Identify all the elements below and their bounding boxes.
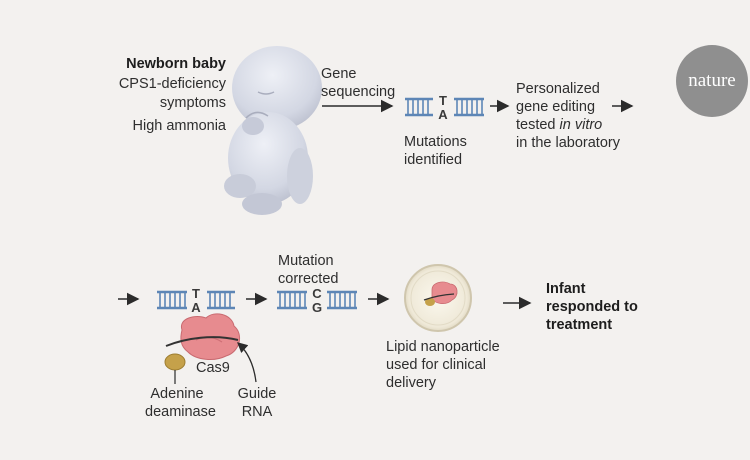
mutations-label: Mutations identified xyxy=(404,134,467,168)
base-fixed-bottom: G xyxy=(311,300,323,315)
base-mutant-top-2: T xyxy=(192,286,200,301)
dna-corrected xyxy=(277,290,357,310)
deaminase-label: Adenine deaminase xyxy=(145,386,216,420)
corrected-label: Mutation corrected xyxy=(278,253,339,287)
base-mutant-top-1: T xyxy=(439,93,447,108)
base-mutant-bottom-2: A xyxy=(191,300,201,315)
base-fixed-top: C xyxy=(312,286,322,301)
sequencing-label: Gene sequencing xyxy=(321,66,396,100)
lnp-label: Lipid nanoparticle used for clinical del… xyxy=(386,339,500,391)
baby-illustration xyxy=(224,46,322,215)
patient-title: Newborn baby xyxy=(126,56,226,72)
patient-ammonia: High ammonia xyxy=(132,118,227,134)
editing-label: Personalized gene editing tested in vitr… xyxy=(516,81,620,151)
outcome-label: Infant responded to treatment xyxy=(546,281,638,333)
dna-mutant-2 xyxy=(157,290,235,310)
lnp-illustration xyxy=(404,264,472,332)
guide-label: Guide RNA xyxy=(237,386,277,420)
patient-symptoms: CPS1-deficiency symptoms xyxy=(118,76,226,111)
cas9-complex xyxy=(164,313,257,384)
dna-mutant-1 xyxy=(405,97,484,117)
cas9-label: Cas9 xyxy=(196,360,230,376)
nature-logo: nature xyxy=(676,45,748,117)
base-mutant-bottom-1: A xyxy=(438,107,448,122)
